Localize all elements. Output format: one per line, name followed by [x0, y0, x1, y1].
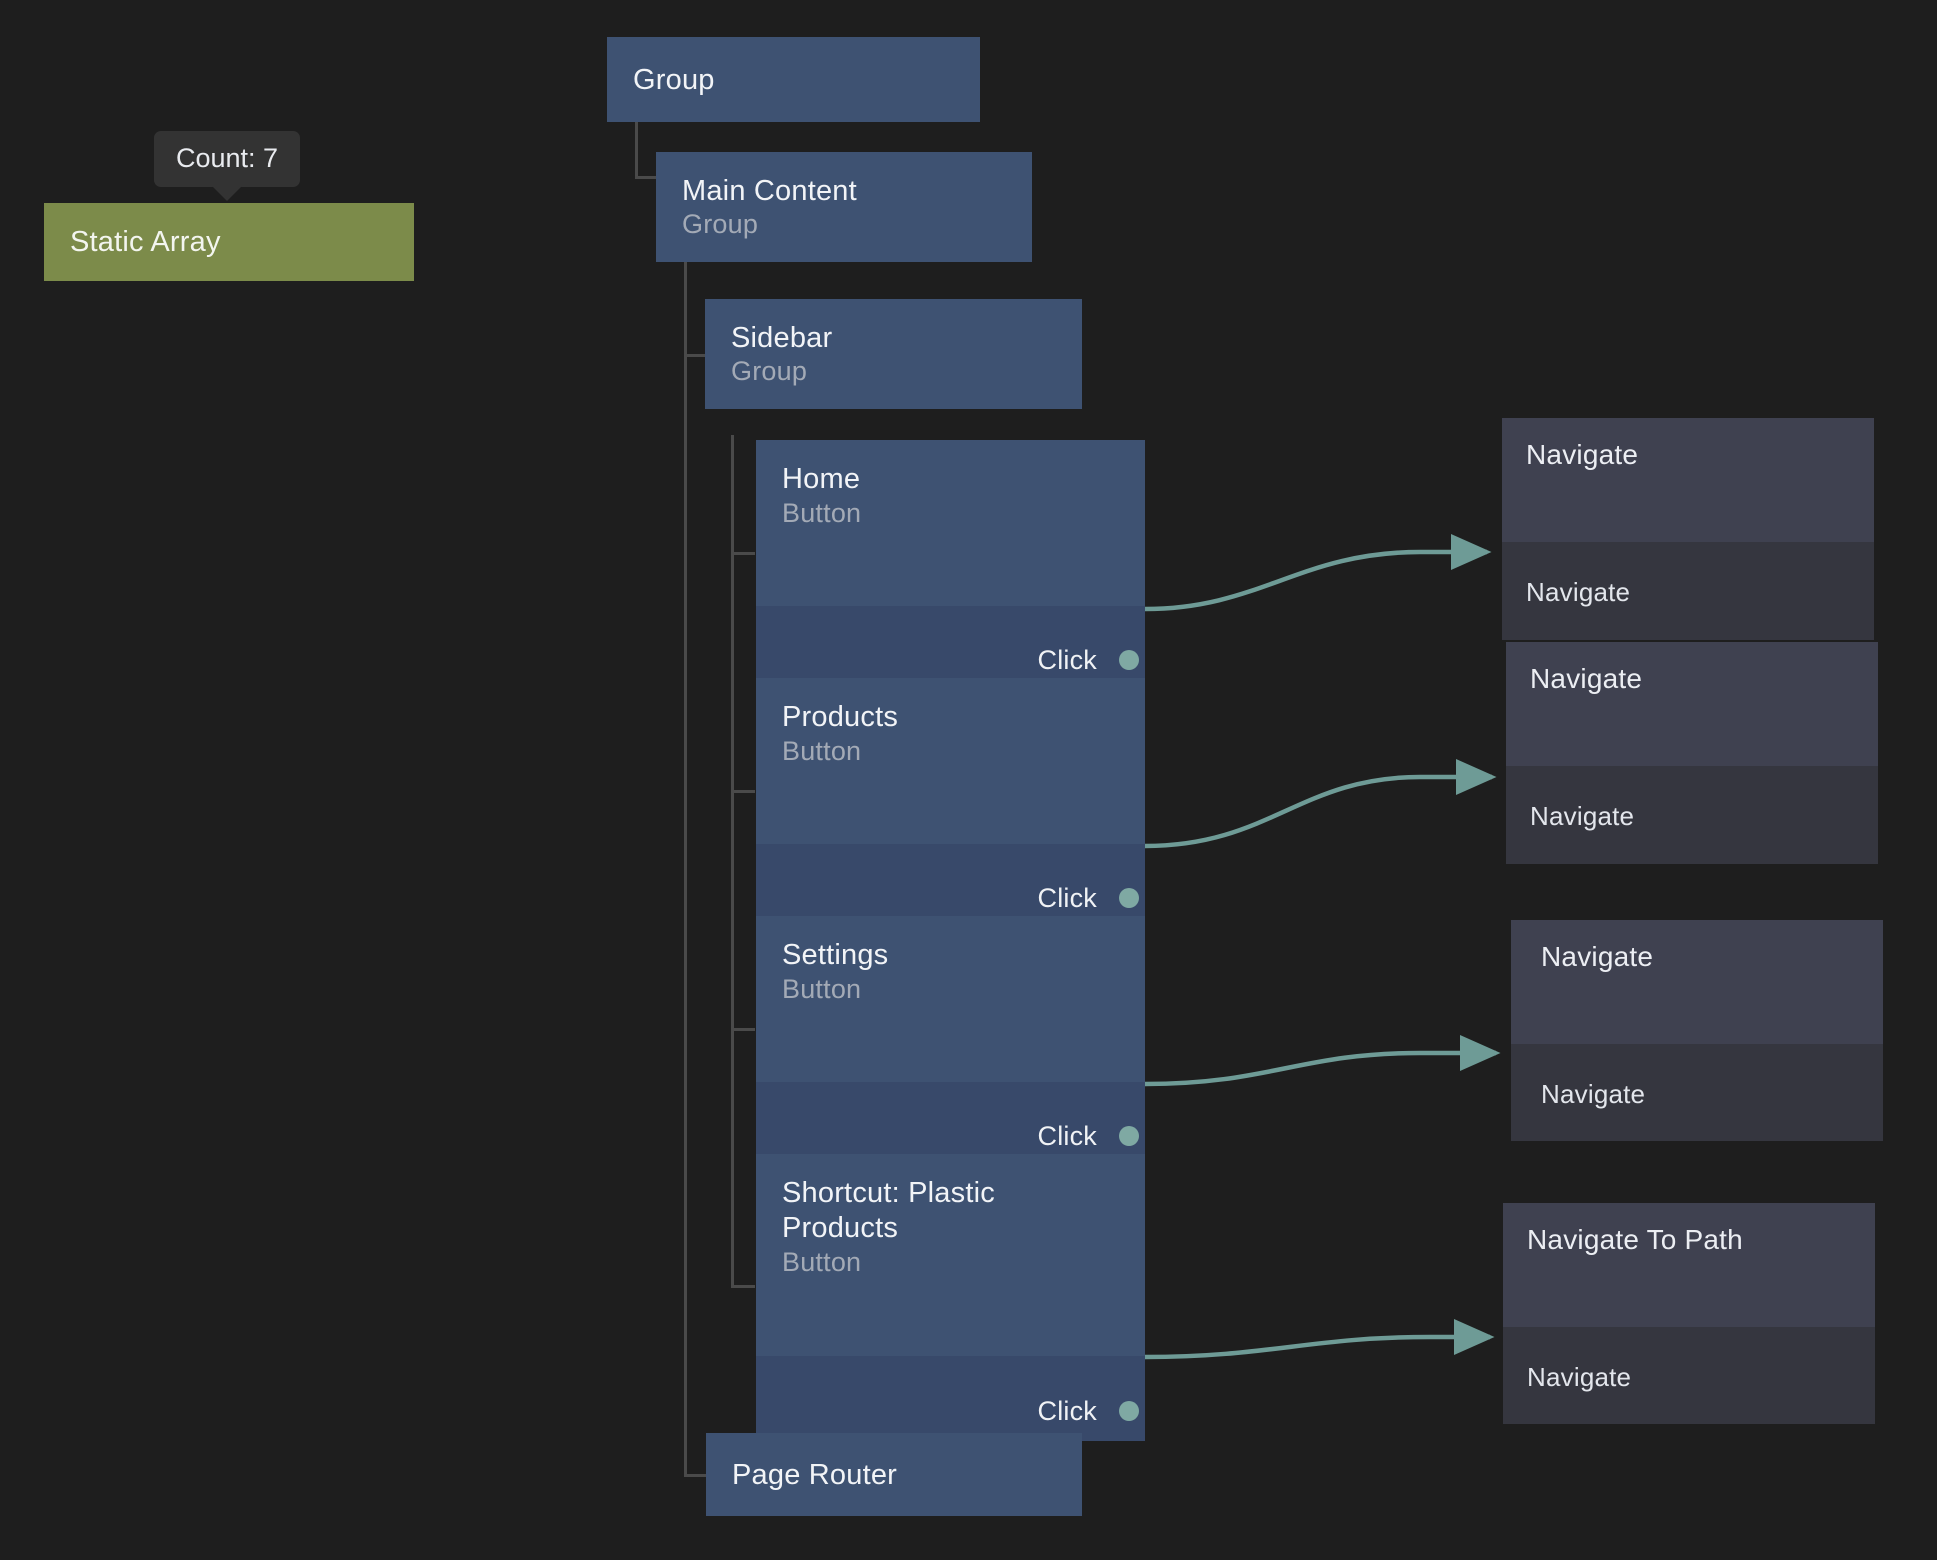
output-port-dot[interactable] — [1119, 888, 1139, 908]
edge-shortcut-to-navigate-to-path — [1144, 1319, 1495, 1360]
tree-line-root-vertical — [635, 122, 638, 178]
node-button-products-port-label: Click — [1037, 883, 1097, 913]
node-action-navigate-2[interactable]: Navigate Navigate — [1506, 642, 1878, 864]
tree-line-button-home — [731, 552, 755, 555]
node-button-settings-subtitle: Button — [782, 974, 862, 1004]
node-action-navigate-1-header: Navigate — [1502, 418, 1874, 542]
output-port-dot[interactable] — [1119, 1126, 1139, 1146]
node-button-shortcut-port-label: Click — [1037, 1396, 1097, 1426]
node-button-products-header: Products Button — [756, 678, 1145, 844]
node-button-settings-port-click[interactable]: Click — [1037, 1121, 1139, 1151]
tree-line-button-shortcut — [731, 1285, 755, 1288]
tree-line-button-products — [731, 790, 755, 793]
node-sidebar[interactable]: Sidebar Group — [705, 299, 1082, 409]
node-button-home-subtitle: Button — [782, 498, 862, 528]
node-button-shortcut-port-click[interactable]: Click — [1037, 1396, 1139, 1426]
node-button-home-title: Home — [782, 463, 861, 495]
node-button-shortcut-subtitle: Button — [782, 1247, 862, 1277]
node-button-settings-title: Settings — [782, 939, 889, 971]
node-sidebar-subtitle: Group — [731, 356, 808, 386]
node-button-products-title: Products — [782, 701, 899, 733]
node-main-content-title: Main Content — [682, 175, 857, 207]
node-button-settings-header: Settings Button — [756, 916, 1145, 1082]
node-action-navigate-3[interactable]: Navigate Navigate — [1511, 920, 1883, 1141]
node-action-navigate-1-title: Navigate — [1526, 439, 1639, 470]
node-button-shortcut-body: Click — [756, 1356, 1145, 1441]
tree-line-buttons-spine — [731, 435, 734, 1287]
node-action-navigate-to-path-header: Navigate To Path — [1503, 1203, 1875, 1327]
node-action-navigate-2-header: Navigate — [1506, 642, 1878, 766]
tree-line-main-horizontal — [684, 354, 708, 357]
node-page-router-title: Page Router — [732, 1459, 898, 1491]
node-action-navigate-2-title: Navigate — [1530, 663, 1643, 694]
node-group-root-content: Group — [607, 37, 980, 117]
node-button-shortcut-plastic-products[interactable]: Shortcut: Plastic Products Button Click — [756, 1154, 1145, 1441]
node-action-navigate-to-path[interactable]: Navigate To Path Navigate — [1503, 1203, 1875, 1424]
node-group-root[interactable]: Group — [607, 37, 980, 122]
node-sidebar-title: Sidebar — [731, 322, 833, 354]
node-group-root-title: Group — [633, 64, 715, 96]
tree-line-sidebar-spine — [684, 354, 687, 1476]
node-main-content-content: Main Content Group — [656, 152, 1032, 260]
node-main-content-subtitle: Group — [682, 209, 759, 239]
count-tooltip: Count: 7 — [154, 131, 301, 201]
node-button-home[interactable]: Home Button Click — [756, 440, 1145, 690]
node-button-home-port-click[interactable]: Click — [1037, 645, 1139, 675]
node-button-products-subtitle: Button — [782, 736, 862, 766]
node-button-settings[interactable]: Settings Button Click — [756, 916, 1145, 1166]
edge-home-to-navigate — [1144, 534, 1492, 612]
node-button-products[interactable]: Products Button Click — [756, 678, 1145, 928]
node-static-array-title: Static Array — [70, 226, 221, 258]
node-action-navigate-2-body: Navigate — [1506, 766, 1878, 864]
node-action-navigate-3-body: Navigate — [1511, 1044, 1883, 1141]
node-button-shortcut-header: Shortcut: Plastic Products Button — [756, 1154, 1145, 1356]
tree-line-button-settings — [731, 1028, 755, 1031]
node-action-navigate-3-title: Navigate — [1541, 941, 1654, 972]
tree-line-page-router-horizontal — [684, 1474, 708, 1477]
edge-settings-to-navigate — [1144, 1035, 1501, 1087]
node-button-home-body: Click — [756, 606, 1145, 690]
node-button-products-port-click[interactable]: Click — [1037, 883, 1139, 913]
tooltip-arrow-icon — [212, 186, 243, 201]
node-action-navigate-3-port[interactable]: Navigate — [1541, 1079, 1646, 1109]
count-tooltip-label: Count: 7 — [176, 143, 279, 173]
node-button-home-header: Home Button — [756, 440, 1145, 606]
node-page-router[interactable]: Page Router — [706, 1433, 1082, 1516]
node-action-navigate-1-port[interactable]: Navigate — [1526, 577, 1631, 607]
node-button-settings-port-label: Click — [1037, 1121, 1097, 1151]
node-action-navigate-1[interactable]: Navigate Navigate — [1502, 418, 1874, 640]
node-button-products-body: Click — [756, 844, 1145, 928]
output-port-dot[interactable] — [1119, 1401, 1139, 1421]
node-main-content[interactable]: Main Content Group — [656, 152, 1032, 262]
node-action-navigate-to-path-title: Navigate To Path — [1527, 1224, 1743, 1255]
tree-line-main-vertical — [684, 262, 687, 357]
node-action-navigate-2-port[interactable]: Navigate — [1530, 801, 1635, 831]
node-button-home-port-label: Click — [1037, 645, 1097, 675]
node-action-navigate-to-path-port[interactable]: Navigate — [1527, 1362, 1632, 1392]
node-page-router-content: Page Router — [706, 1433, 1082, 1512]
node-static-array-content: Static Array — [44, 203, 414, 279]
node-static-array[interactable]: Static Array — [44, 203, 414, 281]
node-button-settings-body: Click — [756, 1082, 1145, 1166]
node-action-navigate-3-header: Navigate — [1511, 920, 1883, 1044]
node-action-navigate-1-body: Navigate — [1502, 542, 1874, 640]
node-action-navigate-to-path-body: Navigate — [1503, 1327, 1875, 1424]
tree-line-root-horizontal — [635, 176, 659, 179]
node-button-shortcut-title: Shortcut: Plastic Products — [782, 1177, 995, 1244]
edge-products-to-navigate — [1144, 759, 1497, 849]
node-sidebar-content: Sidebar Group — [705, 299, 1082, 407]
output-port-dot[interactable] — [1119, 650, 1139, 670]
